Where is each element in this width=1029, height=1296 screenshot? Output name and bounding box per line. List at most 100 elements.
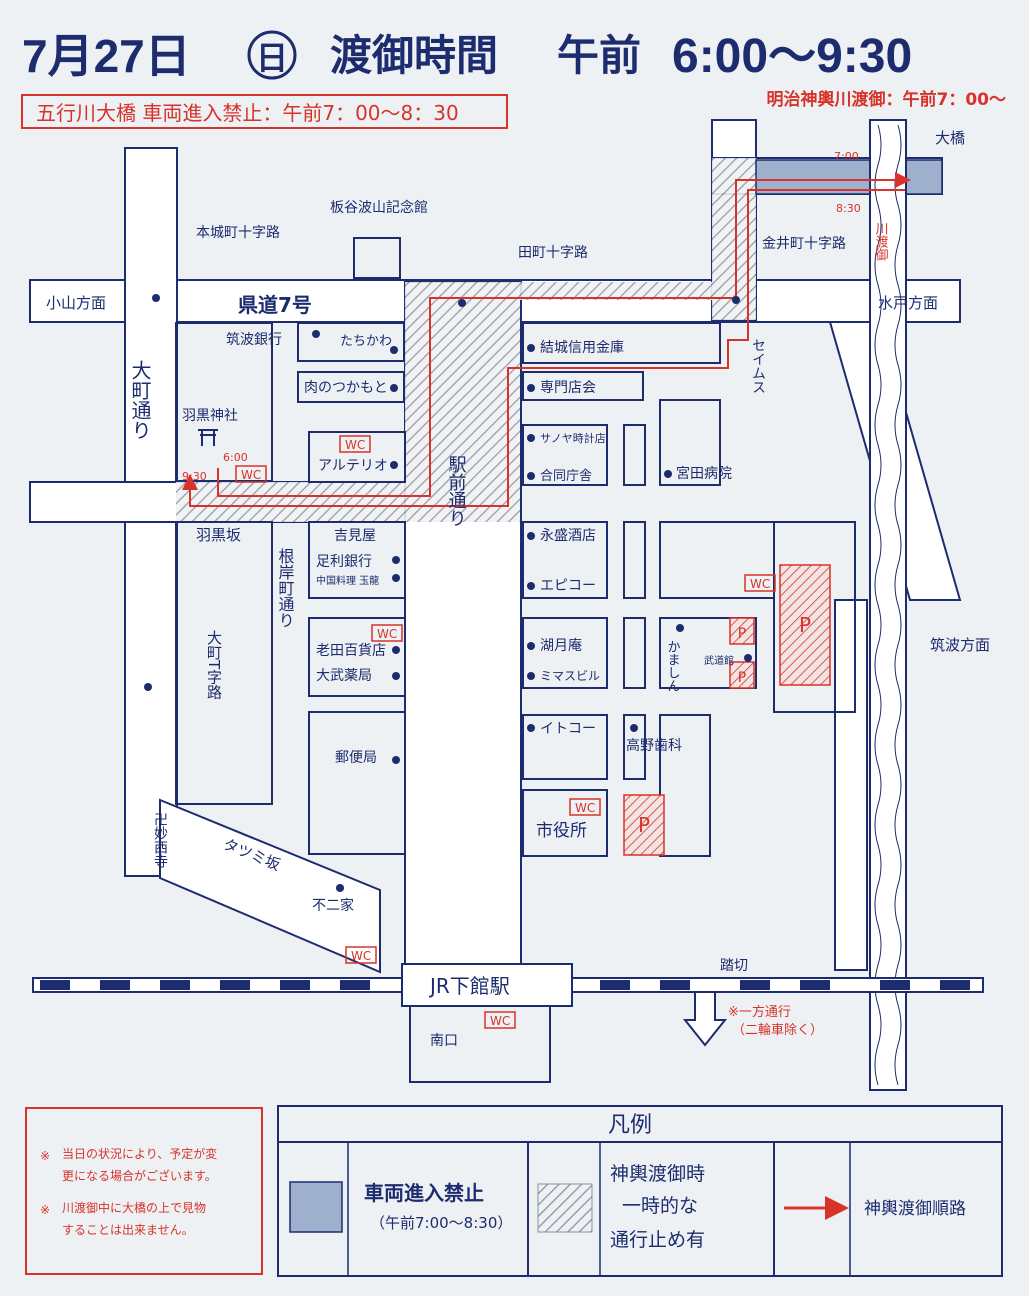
block-yuki (522, 322, 721, 364)
route-time-start: 6:00 (223, 451, 248, 464)
block-narrow1 (623, 424, 646, 486)
label-honjo: 本城町十字路 (196, 225, 280, 241)
place-post: 郵便局 (335, 750, 377, 766)
route-out (217, 172, 911, 497)
notes-box (25, 1107, 263, 1275)
label-kendo7: 県道7号 (238, 293, 312, 317)
place-itaya: 板谷波山記念館 (330, 199, 428, 216)
place-sanoya: サノヤ時計店 (540, 431, 606, 445)
wc-icon: WC (241, 468, 261, 482)
block-niku (297, 371, 405, 403)
no-vehicle-bridge (755, 159, 943, 195)
parking-icon: P (738, 670, 746, 686)
header-am: 午前 (557, 31, 641, 80)
block-cityhall (522, 789, 608, 857)
place-tachikawa: たちかわ (340, 334, 392, 349)
place-seims: セイムス (750, 338, 766, 394)
closure-kanai (712, 158, 756, 320)
legend-temp-closure-3: 通行止め有 (610, 1229, 705, 1251)
notice-box (21, 94, 508, 129)
wc-icon: WC (377, 627, 397, 641)
dir-tsukuba: 筑波方面 (930, 636, 990, 654)
label-ekimae-dori: 駅前通り (446, 455, 467, 527)
block-tachikawa (297, 322, 405, 362)
place-senmon: 専門店会 (540, 380, 596, 396)
place-myosaiji: 卍妙西寺 (152, 812, 168, 868)
place-mimasu: ミマスビル (540, 669, 600, 683)
parking-large (779, 564, 831, 686)
block-takano (623, 714, 646, 780)
place-gyokuryu: 中国料理 玉龍 (316, 574, 379, 587)
place-kamashin: かましん (665, 640, 680, 692)
wc-icon: WC (351, 949, 371, 963)
torii-icon (198, 429, 218, 446)
header-time: 6:00～9:30 (672, 30, 912, 83)
block-parking-east (659, 521, 856, 713)
intersection-dots (144, 294, 740, 691)
block-alterio (308, 431, 406, 483)
place-yoshimiya: 吉見屋 (334, 528, 376, 544)
place-yuki: 結城信用金庫 (540, 339, 624, 356)
parking-icon: P (638, 813, 650, 837)
wc-icon: WC (490, 1014, 510, 1028)
legend-route: 神輿渡御順路 (864, 1199, 966, 1219)
road-river (834, 599, 868, 971)
place-cityhall: 市役所 (536, 821, 587, 841)
legend-title: 凡例 (608, 1113, 652, 1138)
block-oita (308, 617, 406, 697)
parking-icon: P (738, 626, 746, 642)
label-omachi-t: 大町T字路 (205, 630, 223, 699)
station-box (401, 963, 573, 1007)
place-station: JR下館駅 (428, 974, 510, 998)
legend-no-vehicle: 車両進入禁止 (364, 1181, 484, 1205)
place-oita: 老田百貨店 (316, 642, 386, 659)
block-yoshimiya (308, 521, 406, 599)
label-kawatogyo: 川渡御 (873, 222, 889, 261)
note-1: 当日の状況により、予定が変 (62, 1146, 217, 1161)
dir-ohashi: 大橋 (935, 129, 965, 147)
place-itoko: イトコー (540, 721, 596, 737)
place-ashikaga: 足利銀行 (316, 554, 372, 570)
wc-icon: WC (750, 577, 770, 591)
route-time-bridge-in: 7:00 (834, 150, 859, 163)
notes: ※ 当日の状況により、予定が変 更になる場合がございます。 ※ 川渡御中に大橋の… (40, 1146, 217, 1237)
dir-mito: 水戸方面 (878, 294, 938, 312)
place-miyata: 宮田病院 (676, 466, 732, 482)
block-haguro (175, 322, 273, 482)
river (869, 119, 907, 1091)
place-one-way: ※一方通行 (728, 1004, 791, 1020)
note-1b: 更になる場合がございます。 (62, 1168, 217, 1183)
block-post (308, 711, 406, 855)
place-kogetsu: 湖月庵 (540, 637, 582, 654)
place-godo: 合同庁舎 (540, 469, 592, 484)
road-tatsumi (159, 798, 381, 974)
label-negishi: 根岸町通り (276, 548, 295, 628)
direction-labels: 小山方面 水戸方面 筑波方面 大橋 (46, 129, 990, 654)
place-niku: 肉のつかもと (304, 380, 388, 396)
place-otake: 大武薬局 (316, 668, 372, 684)
block-kogetsu (522, 617, 608, 689)
block-senmon (522, 371, 644, 401)
route-back (182, 189, 905, 507)
place-takano: 高野歯科 (626, 737, 682, 754)
route-time-end: 9:30 (182, 470, 207, 483)
header-title: 渡御時間 (330, 31, 498, 80)
place-one-way-note: （二輪車除く） (732, 1022, 823, 1038)
legend-swatch-no-vehicle (289, 1181, 343, 1233)
parking-icon: P (799, 613, 811, 637)
one-way-arrow-icon (682, 991, 728, 1047)
header-date: 7月27日 (22, 30, 191, 82)
parking-city (623, 794, 665, 856)
parking-small-1 (729, 617, 755, 645)
legend-swatch-temp (537, 1183, 593, 1233)
block-itaya (353, 237, 401, 279)
note-mark-icon: ※ (40, 1203, 50, 1217)
procession-route (182, 172, 911, 507)
header: 7月27日 日 渡御時間 午前 6:00～9:30 (22, 30, 912, 83)
place-budokan: 武道館 (704, 654, 734, 667)
wc-icon: WC (575, 801, 595, 815)
weekday-circle (247, 30, 297, 80)
dir-oyama: 小山方面 (46, 294, 106, 312)
wc-markers: WC WC WC WC WC WC WC (235, 435, 776, 1029)
